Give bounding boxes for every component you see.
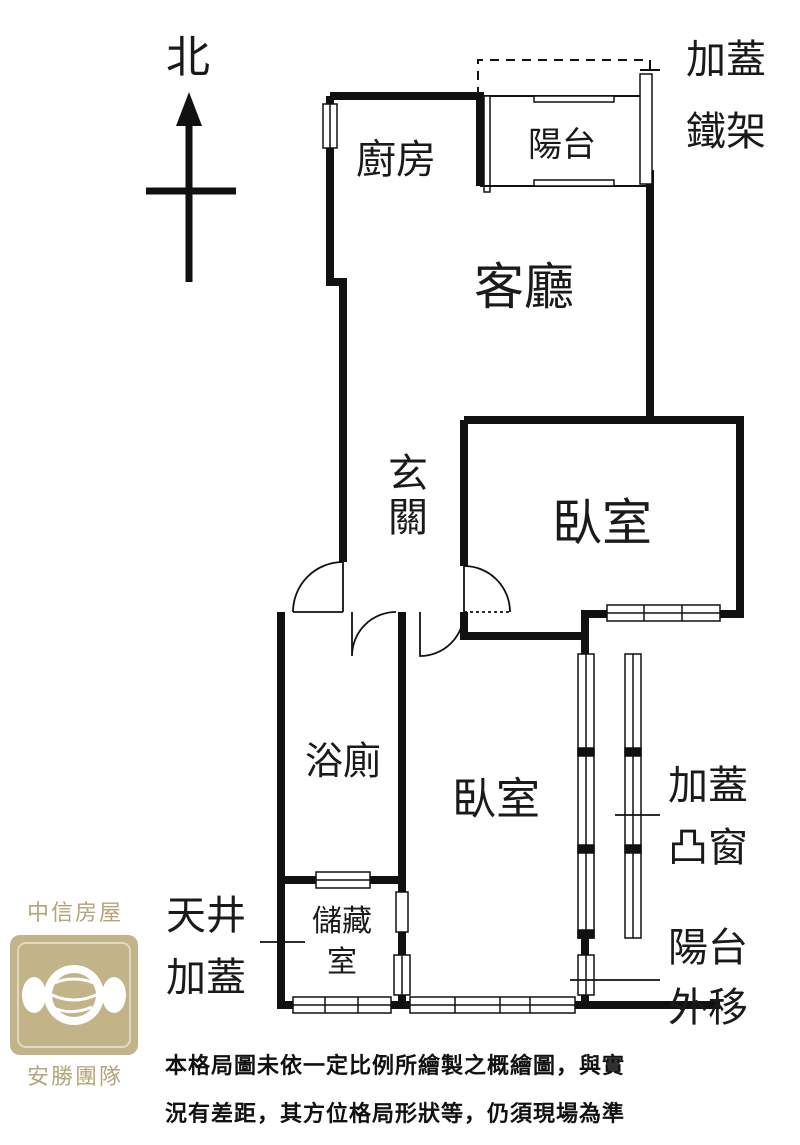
north-label: 北 [166, 32, 210, 83]
iron-frame-outline [477, 59, 651, 96]
brand-emblem [10, 935, 138, 1055]
north-arrow [146, 92, 236, 282]
doors [292, 561, 511, 657]
annotation-balcony-moved-line2: 外移 [668, 985, 748, 1031]
room-label-balcony: 陽台 [528, 125, 596, 165]
brand-name-top: 中信房屋 [26, 901, 123, 926]
room-label-living-room: 客廳 [474, 258, 574, 316]
leader-lines [260, 814, 660, 981]
annotation-iron-frame-line1: 加蓋 [686, 37, 766, 83]
room-label-bedroom-2: 臥室 [452, 774, 540, 825]
balcony-railing [480, 73, 653, 193]
annotation-skylight-line1: 天井 [166, 893, 246, 939]
windows [292, 103, 721, 1014]
annotation-balcony-moved-line1: 陽台 [668, 925, 748, 971]
room-label-entrance: 玄關 [381, 452, 427, 540]
room-label-storage: 儲藏室 [312, 904, 372, 980]
brand-name-bottom: 安勝團隊 [26, 1065, 123, 1090]
disclaimer-line-2: 況有差距，其方位格局形狀等，仍須現場為準 [165, 1102, 626, 1127]
room-label-kitchen: 廚房 [356, 137, 436, 183]
room-label-bedroom-1: 臥室 [552, 494, 652, 552]
room-label-bathroom: 浴廁 [305, 739, 382, 783]
bay-window [577, 653, 642, 996]
brand-logo: 中信房屋 安勝團隊 [0, 895, 150, 1095]
annotation-skylight-line2: 加蓋 [166, 955, 246, 1001]
annotation-iron-frame-line2: 鐵架 [686, 109, 766, 155]
disclaimer-line-1: 本格局圖未依一定比例所繪製之概繪圖，與實 [165, 1054, 626, 1079]
annotation-bay-window-line2: 凸窗 [668, 825, 748, 871]
annotation-bay-window-line1: 加蓋 [668, 763, 748, 809]
